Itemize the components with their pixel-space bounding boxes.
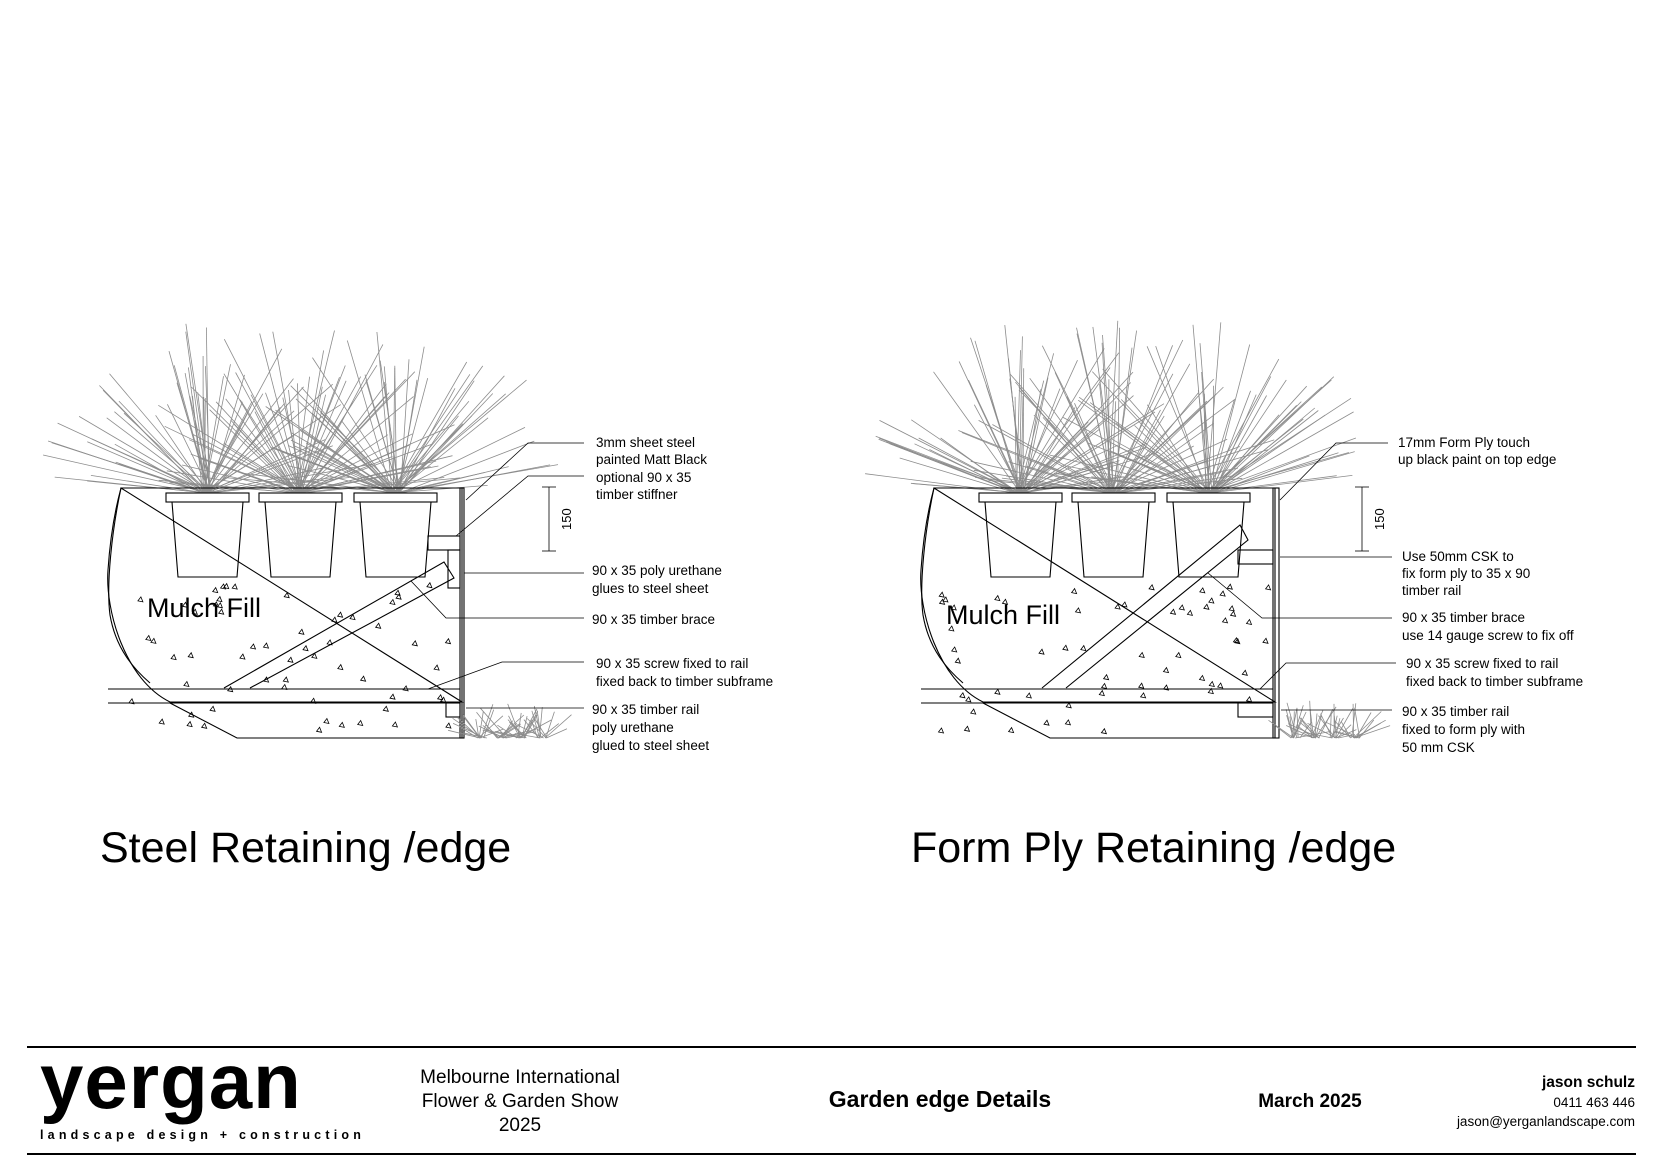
contact-phone: 0411 463 446 [1553,1095,1635,1110]
plant-group-formply [865,320,1357,494]
timber-brace [223,561,455,689]
dimension-150-formply: 150 [1355,486,1387,552]
form-ply-sheet [1272,487,1280,739]
company-logo: yergan landscape design + construction [40,1042,361,1142]
svg-text:150: 150 [1372,508,1387,530]
callout-formply-screw: 90 x 35 screw fixed to rail fixed back t… [1406,656,1583,689]
svg-text:150: 150 [559,508,574,530]
plant-group-steel [43,323,559,494]
timber-brace-ply [1041,524,1249,689]
mulch-bed-curve [108,487,151,684]
edge-grass-formply [1268,700,1391,739]
project-line-2: Flower & Garden Show [421,1091,619,1112]
detail-title-steel: Steel Retaining /edge [100,824,511,872]
callout-steel-sheet: 3mm sheet steel painted Matt Black [596,435,707,467]
dimension-150-steel: 150 [542,486,574,552]
mulch-bed-curve-ply [921,487,964,684]
pots-ply [978,492,1251,578]
timber-stiffener [427,535,461,551]
fill-texture-formply [937,583,1272,735]
leaders-formply [1207,442,1396,711]
callout-formply-brace: 90 x 35 timber brace use 14 gauge screw … [1402,610,1574,643]
callout-formply-rail: 90 x 35 timber rail fixed to form ply wi… [1402,704,1529,755]
detail-title-formply: Form Ply Retaining /edge [911,824,1396,872]
contact-email: jason@yerganlandscape.com [1456,1114,1635,1129]
timber-rail [445,702,461,718]
logo-wordmark: yergan [40,1037,302,1125]
mulch-fill-label-formply: Mulch Fill [946,600,1060,630]
callout-steel-stiffener: optional 90 x 35 timber stiffner [596,470,695,502]
logo-tagline: landscape design + construction [40,1128,366,1142]
sheet-date: March 2025 [1258,1091,1362,1112]
steel-retaining-detail: Mulch Fill 150 3mm sheet steel painted M… [43,323,773,872]
formply-retaining-detail: Mulch Fill 150 17mm Form Ply touch up bl… [865,320,1583,872]
callout-steel-rail: 90 x 35 timber rail poly urethane glued … [592,702,709,753]
fill-texture-steel [128,581,452,733]
poly-urethane-block [447,549,461,589]
csk-block [1237,549,1274,565]
contact-block: jason schulz 0411 463 446 jason@yerganla… [1335,1073,1635,1131]
subframe-rail-ply [921,688,1273,704]
sheet-title: Garden edge Details [828,1086,1052,1112]
leaders-steel [410,442,584,709]
timber-rail-ply [1237,702,1274,718]
callout-formply-csk: Use 50mm CSK to fix form ply to 35 x 90 … [1402,549,1534,598]
callout-steel-brace: 90 x 35 timber brace [592,612,715,627]
callout-formply-sheet: 17mm Form Ply touch up black paint on to… [1398,435,1556,467]
mulch-fill-label-steel: Mulch Fill [147,593,261,623]
contact-name: jason schulz [1541,1074,1635,1091]
project-line-1: Melbourne International [420,1067,620,1088]
edge-grass-steel [448,703,572,739]
project-name: Melbourne International Flower & Garden … [395,1066,645,1138]
callout-steel-screw: 90 x 35 screw fixed to rail fixed back t… [596,656,773,689]
callout-steel-poly-urethane: 90 x 35 poly urethane glues to steel she… [592,563,726,596]
steel-sheet [459,487,465,739]
pots-steel [165,492,438,578]
project-line-3: 2025 [498,1115,542,1136]
